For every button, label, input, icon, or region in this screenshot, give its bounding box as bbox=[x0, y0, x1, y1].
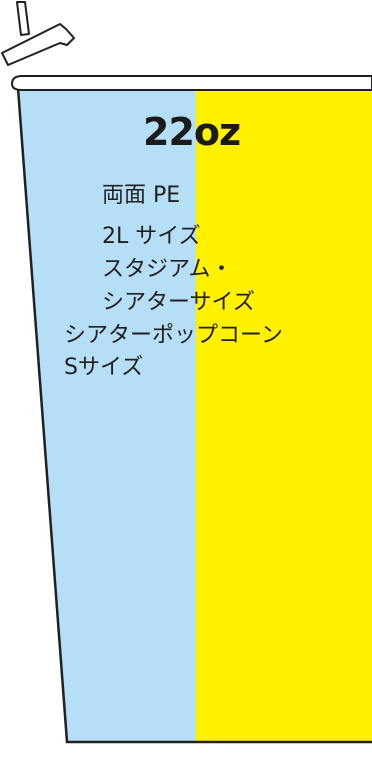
spec-line-theater-size: シアターサイズ bbox=[102, 290, 255, 315]
spec-line-coating: 両面 PE bbox=[102, 183, 181, 208]
cup-right-panel bbox=[196, 88, 372, 742]
spec-line-2l-size: 2L サイズ bbox=[102, 224, 201, 249]
spec-line-stadium: スタジアム・ bbox=[102, 257, 233, 282]
spec-line-popcorn-row: シアターポップコーン bbox=[64, 323, 283, 348]
cup-rim bbox=[10, 75, 372, 91]
cup-left-panel bbox=[18, 88, 196, 742]
spec-line-s-size-row: Sサイズ bbox=[64, 355, 144, 380]
cup-size-title: 22oz bbox=[143, 110, 241, 154]
cup-outline bbox=[16, 87, 372, 744]
straw-icon bbox=[1, 1, 75, 66]
